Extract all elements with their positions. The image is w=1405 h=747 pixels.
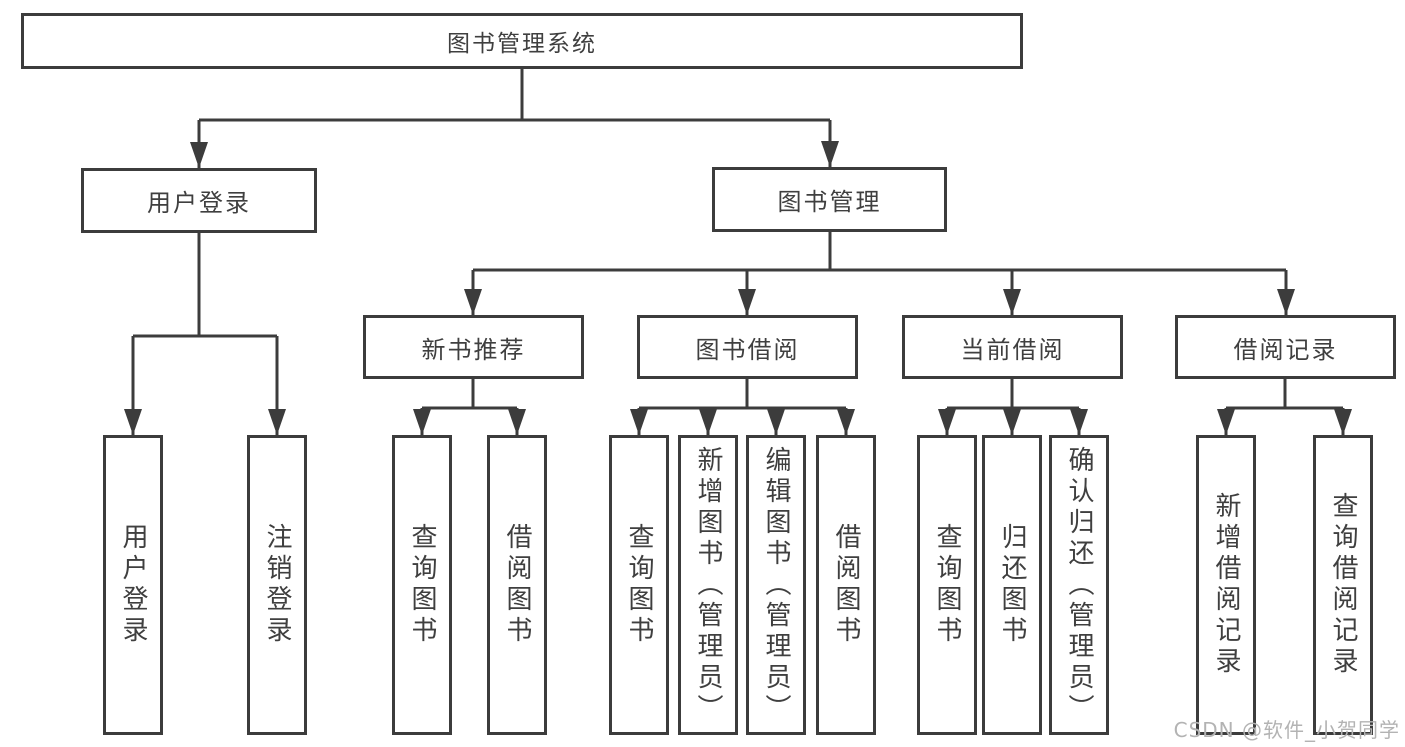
leaf-add-borrow-record: 新增借阅记录 xyxy=(1196,435,1256,735)
node-borrow-records: 借阅记录 xyxy=(1175,315,1396,379)
leaf-current-query-books: 查询图书 xyxy=(917,435,977,735)
node-user-login: 用户登录 xyxy=(81,168,317,233)
leaf-label: 查询图书 xyxy=(624,523,654,647)
node-borrow-records-label: 借阅记录 xyxy=(1233,335,1338,364)
node-new-book-recommend: 新书推荐 xyxy=(363,315,584,379)
leaf-label: 查询图书 xyxy=(407,523,437,647)
leaf-user-login: 用户登录 xyxy=(103,435,163,735)
node-root: 图书管理系统 xyxy=(21,13,1023,69)
leaf-borrow-books: 借阅图书 xyxy=(816,435,876,735)
node-new-book-recommend-label: 新书推荐 xyxy=(421,335,526,364)
leaf-label: 借阅图书 xyxy=(502,523,532,647)
leaf-label: 查询借阅记录 xyxy=(1328,492,1358,678)
leaf-confirm-return-admin: 确认归还（管理员） xyxy=(1049,435,1109,735)
node-current-borrow-label: 当前借阅 xyxy=(960,335,1065,364)
leaf-label: 查询图书 xyxy=(932,523,962,647)
node-user-login-label: 用户登录 xyxy=(147,189,251,217)
node-book-borrow: 图书借阅 xyxy=(637,315,858,379)
node-root-label: 图书管理系统 xyxy=(447,31,597,57)
leaf-label: 新增借阅记录 xyxy=(1211,492,1241,678)
leaf-label: 借阅图书 xyxy=(831,523,861,647)
leaf-borrow-query-books: 查询图书 xyxy=(609,435,669,735)
leaf-recommend-query-books: 查询图书 xyxy=(392,435,452,735)
leaf-label: 确认归还（管理员） xyxy=(1064,445,1094,725)
leaf-return-books: 归还图书 xyxy=(982,435,1042,735)
leaf-add-books-admin: 新增图书（管理员） xyxy=(678,435,738,735)
leaf-label: 编辑图书（管理员） xyxy=(761,445,791,725)
leaf-recommend-borrow-books: 借阅图书 xyxy=(487,435,547,735)
leaf-label: 新增图书（管理员） xyxy=(693,445,723,725)
watermark: CSDN @软件_小贺同学 xyxy=(1173,718,1400,742)
leaf-label: 用户登录 xyxy=(118,523,148,647)
node-book-management-label: 图书管理 xyxy=(777,188,882,216)
leaf-label: 归还图书 xyxy=(997,523,1027,647)
leaf-query-borrow-record: 查询借阅记录 xyxy=(1313,435,1373,735)
leaf-label: 注销登录 xyxy=(262,523,292,647)
node-book-management: 图书管理 xyxy=(712,167,947,232)
leaf-edit-books-admin: 编辑图书（管理员） xyxy=(746,435,806,735)
node-current-borrow: 当前借阅 xyxy=(902,315,1123,379)
node-book-borrow-label: 图书借阅 xyxy=(695,335,800,364)
leaf-logout: 注销登录 xyxy=(247,435,307,735)
